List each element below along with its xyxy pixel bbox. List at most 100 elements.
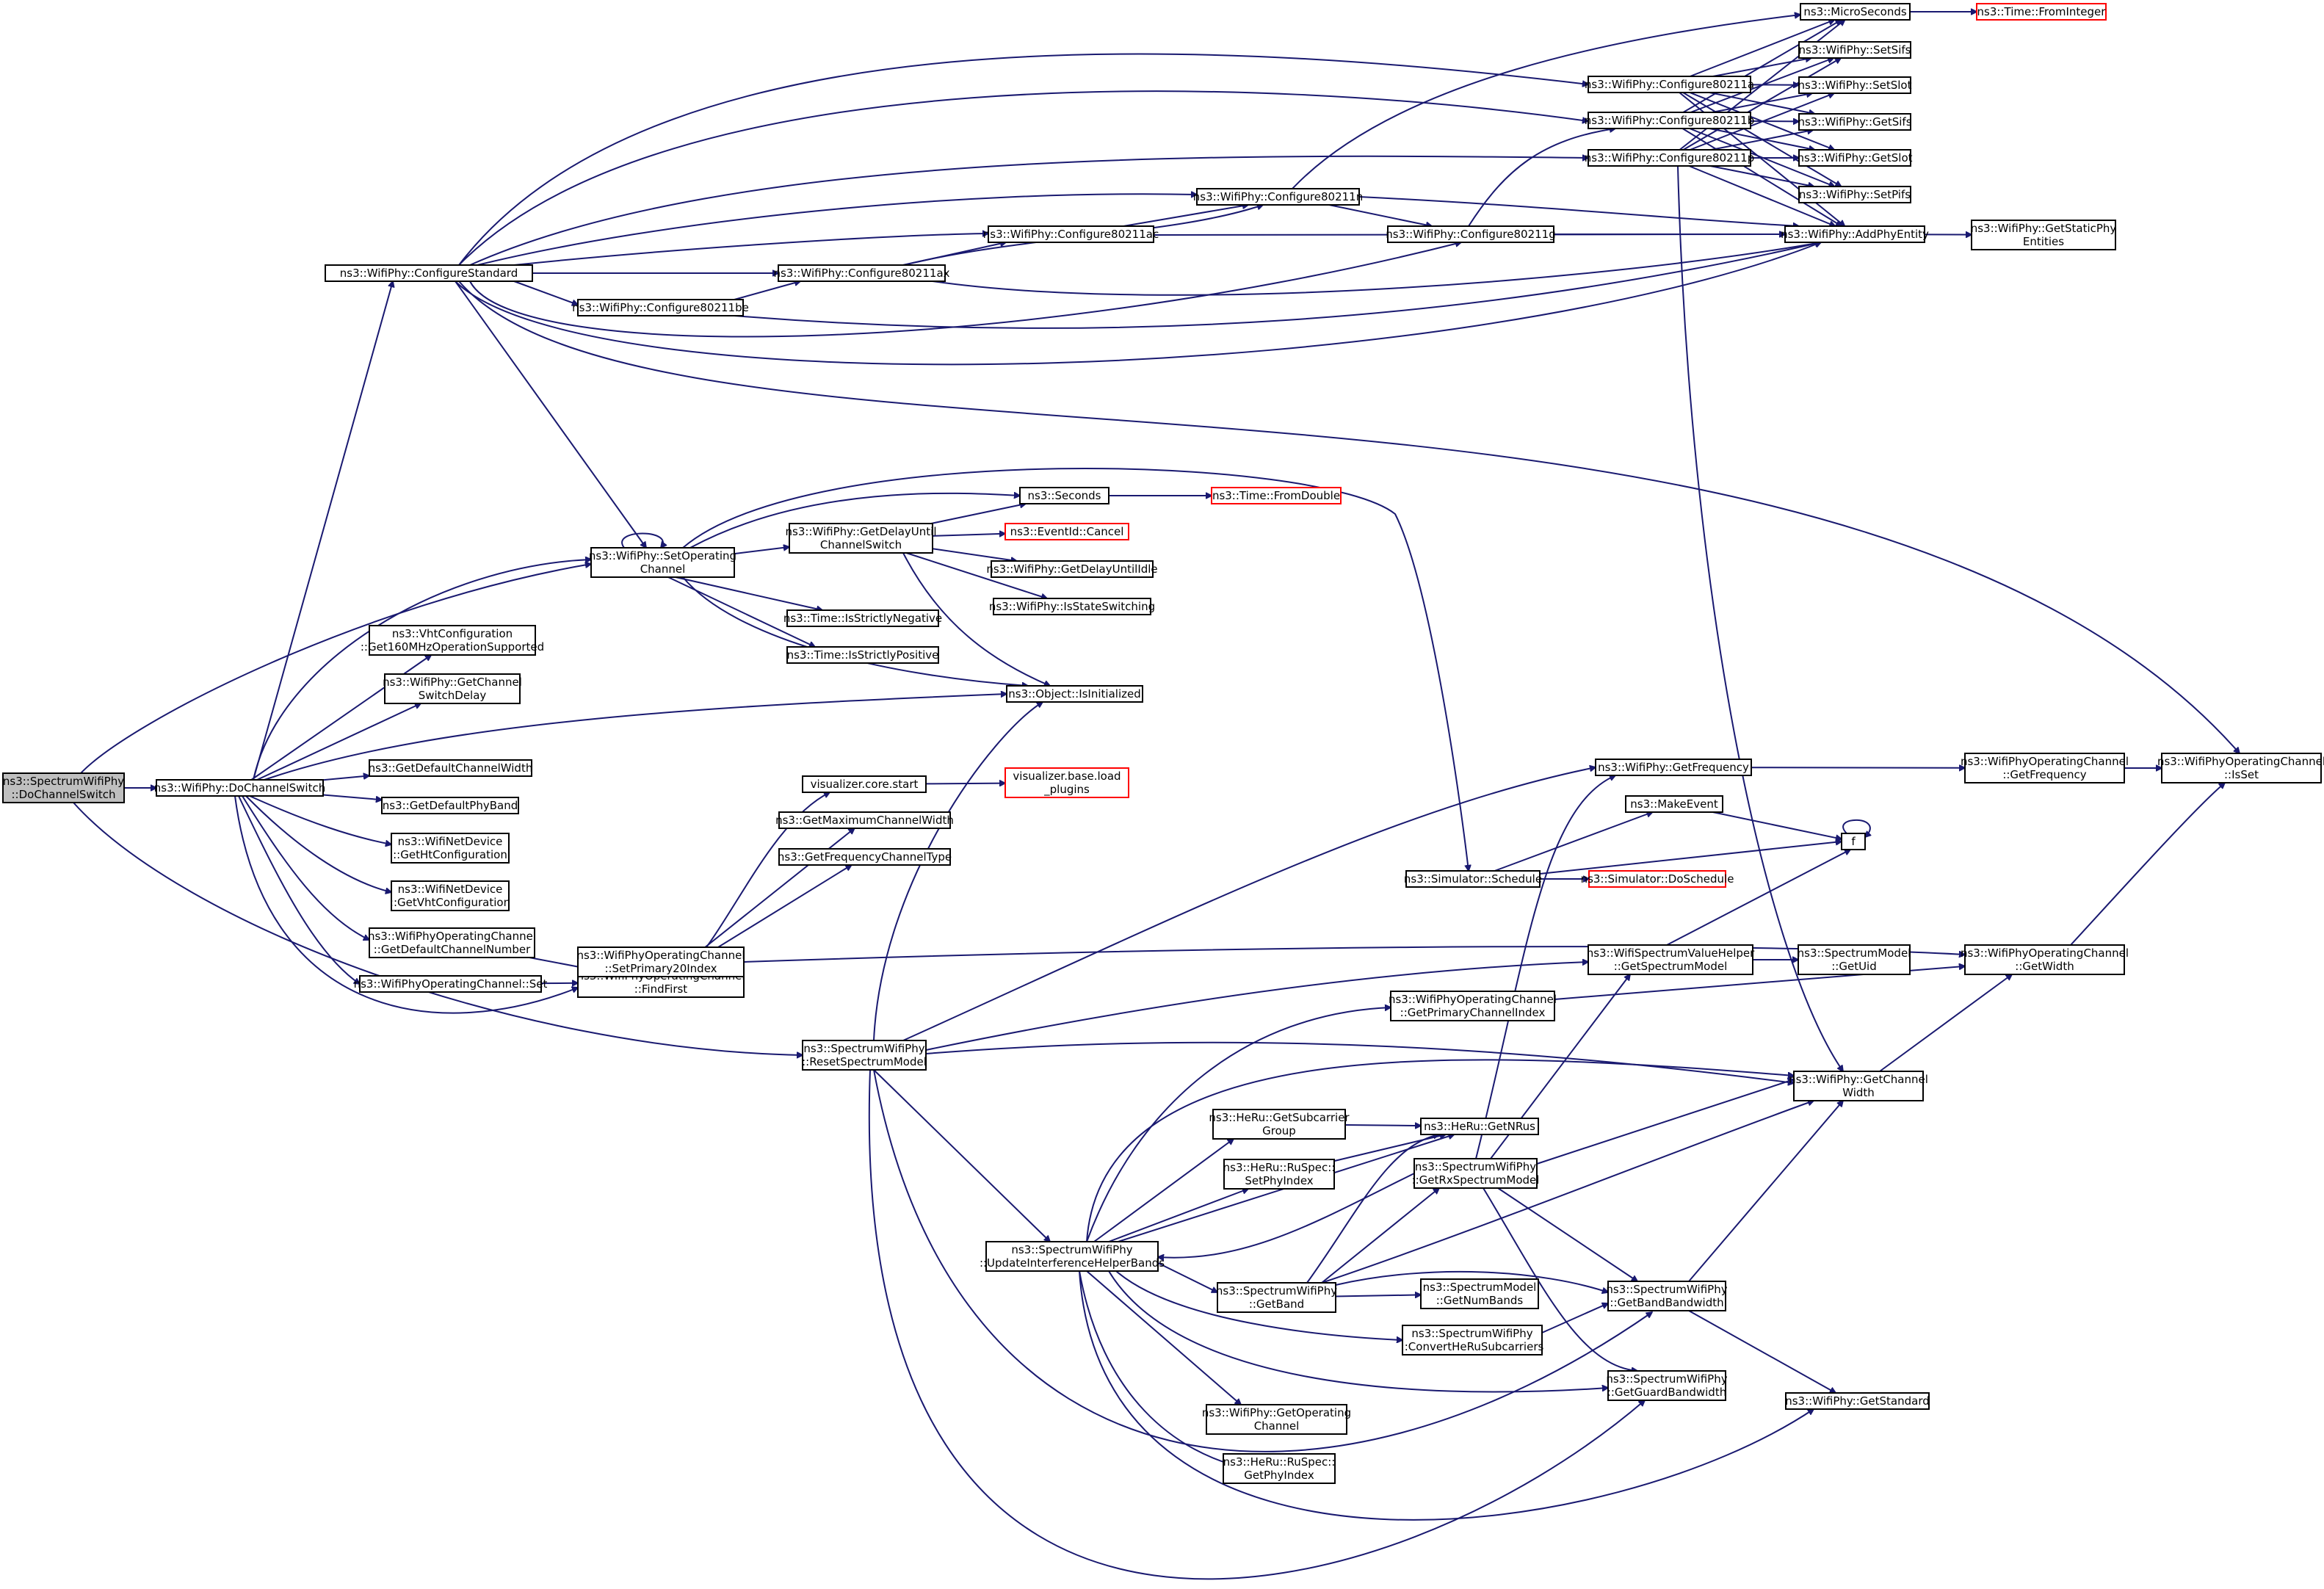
node-vht160[interactable]: ns3::VhtConfiguration::Get160MHzOperatio… <box>361 625 544 656</box>
node-box <box>590 547 735 578</box>
node-cfgp[interactable]: ns3::WifiPhy::Configure80211p <box>1585 149 1754 167</box>
edge-f-to-f <box>1842 819 1870 837</box>
node-box <box>1800 3 1911 21</box>
node-getmaxcw[interactable]: ns3::GetMaximumChannelWidth <box>775 811 954 829</box>
node-getdelayidle[interactable]: ns3::WifiPhy::GetDelayUntilIdle <box>986 560 1158 578</box>
node-dochsw[interactable]: ns3::WifiPhy::DoChannelSwitch <box>154 779 325 797</box>
node-getstd[interactable]: ns3::WifiPhy::GetStandard <box>1785 1392 1930 1410</box>
node-cfgax[interactable]: ns3::WifiPhy::Configure80211ax <box>773 264 950 282</box>
edge-dochsw-to-getvht <box>245 795 391 892</box>
node-getsifs[interactable]: ns3::WifiPhy::GetSifs <box>1798 113 1912 131</box>
node-seconds[interactable]: ns3::Seconds <box>1019 487 1109 504</box>
node-box <box>778 264 946 282</box>
node-convert[interactable]: ns3::SpectrumWifiPhy::ConvertHeRuSubcarr… <box>1401 1325 1544 1355</box>
edge-setop-to-strpos <box>667 576 815 647</box>
node-micro[interactable]: ns3::MicroSeconds <box>1800 3 1911 21</box>
node-cfgac[interactable]: ns3::WifiPhy::Configure80211ac <box>983 225 1159 243</box>
node-label-line: ns3::EventId::Cancel <box>1010 525 1124 538</box>
node-f[interactable]: f <box>1841 833 1866 850</box>
node-label-line: ns3::WifiPhy::DoChannelSwitch <box>154 781 325 794</box>
edge-dochsw-to-getchsw <box>256 703 421 781</box>
node-label-line: ns3::WifiPhy::SetSlot <box>1798 79 1912 92</box>
node-setprim[interactable]: ns3::WifiPhyOperatingChannel::SetPrimary… <box>576 946 745 977</box>
node-label-line: SwitchDelay <box>419 689 487 702</box>
node-label-line: ::GetBandBandwidth <box>1610 1296 1723 1309</box>
node-opgetwidth[interactable]: ns3::WifiPhyOperatingChannel::GetWidth <box>1961 944 2129 975</box>
node-strneg[interactable]: ns3::Time::IsStrictlyNegative <box>783 609 942 627</box>
node-getdefchnum[interactable]: ns3::WifiPhyOperatingChannel::GetDefault… <box>368 927 536 958</box>
node-label-line: ::GetVhtConfiguration <box>390 896 510 909</box>
node-label-line: ns3::WifiPhyOperatingChannel <box>1961 946 2129 960</box>
node-getslot[interactable]: ns3::WifiPhy::GetSlot <box>1797 149 1913 167</box>
node-label-line: ns3::HeRu::RuSpec:: <box>1223 1455 1336 1469</box>
node-cfgstd[interactable]: ns3::WifiPhy::ConfigureStandard <box>325 264 533 282</box>
node-reset[interactable]: ns3::SpectrumWifiPhy::ResetSpectrumModel <box>802 1040 927 1071</box>
node-isset[interactable]: ns3::WifiPhyOperatingChannel::IsSet <box>2157 753 2324 783</box>
node-getphyidx[interactable]: ns3::HeRu::RuSpec::GetPhyIndex <box>1223 1453 1336 1484</box>
node-makeevent[interactable]: ns3::MakeEvent <box>1625 795 1723 813</box>
node-vizstart[interactable]: visualizer.core.start <box>802 775 927 793</box>
edge-cfgstd-to-cfgp <box>469 156 1588 266</box>
node-schedule[interactable]: ns3::Simulator::Schedule <box>1404 870 1542 888</box>
node-getnumbands[interactable]: ns3::SpectrumModel::GetNumBands <box>1420 1278 1539 1309</box>
node-getbandbw[interactable]: ns3::SpectrumWifiPhy::GetBandBandwidth <box>1606 1281 1728 1311</box>
node-box <box>369 759 532 777</box>
node-evcancel[interactable]: ns3::EventId::Cancel <box>1004 523 1129 540</box>
node-opgetfreq[interactable]: ns3::WifiPhyOperatingChannel::GetFrequen… <box>1961 753 2129 783</box>
node-addphy[interactable]: ns3::WifiPhy::AddPhyEntity <box>1781 225 1929 243</box>
node-setslot[interactable]: ns3::WifiPhy::SetSlot <box>1798 76 1912 94</box>
node-getnrus[interactable]: ns3::HeRu::GetNRus <box>1420 1118 1539 1135</box>
node-label-line: ::GetRxSpectrumModel <box>1412 1173 1540 1187</box>
node-defcw[interactable]: ns3::GetDefaultChannelWidth <box>369 759 533 777</box>
edge-update-to-convert <box>1115 1270 1402 1340</box>
edge-getspecmodel-to-f <box>1666 849 1850 946</box>
node-getfct[interactable]: ns3::GetFrequencyChannelType <box>778 848 952 866</box>
node-getrxspec[interactable]: ns3::SpectrumWifiPhy::GetRxSpectrumModel <box>1412 1158 1540 1189</box>
node-dosched[interactable]: ns3::Simulator::DoSchedule <box>1581 870 1734 888</box>
node-getprimidx[interactable]: ns3::WifiPhyOperatingChannel::GetPrimary… <box>1389 991 1557 1021</box>
node-getuid[interactable]: ns3::SpectrumModel::GetUid <box>1798 944 1911 975</box>
node-cfgbe[interactable]: ns3::WifiPhy::Configure80211be <box>572 299 749 316</box>
edge-reset-to-getbandbw <box>873 1069 1652 1452</box>
node-getspecmodel[interactable]: ns3::WifiSpectrumValueHelper::GetSpectru… <box>1587 944 1755 975</box>
node-fromdouble[interactable]: ns3::Time::FromDouble <box>1211 487 1342 504</box>
node-setphyidx[interactable]: ns3::HeRu::RuSpec::SetPhyIndex <box>1223 1159 1336 1190</box>
node-getfreq[interactable]: ns3::WifiPhy::GetFrequency <box>1595 759 1752 776</box>
node-setpifs[interactable]: ns3::WifiPhy::SetPifs <box>1798 186 1911 203</box>
node-box <box>988 225 1154 243</box>
node-cfgb[interactable]: ns3::WifiPhy::Configure80211b <box>1585 112 1754 129</box>
node-strpos[interactable]: ns3::Time::IsStrictlyPositive <box>786 646 939 664</box>
node-cfga[interactable]: ns3::WifiPhy::Configure80211a <box>1585 76 1754 93</box>
edge-setop-to-seconds <box>689 493 1020 549</box>
node-setsifs[interactable]: ns3::WifiPhy::SetSifs <box>1798 41 1911 59</box>
node-opchset[interactable]: ns3::WifiPhyOperatingChannel::Set <box>354 975 548 993</box>
node-box <box>359 975 542 993</box>
node-cfgg[interactable]: ns3::WifiPhy::Configure80211g <box>1386 225 1556 243</box>
node-root[interactable]: ns3::SpectrumWifiPhy::DoChannelSwitch <box>2 772 125 803</box>
node-cfgn[interactable]: ns3::WifiPhy::Configure80211n <box>1193 188 1363 206</box>
node-label-line: ns3::WifiPhyOperatingChannel <box>368 930 536 943</box>
node-label-line: ns3::MicroSeconds <box>1803 5 1907 18</box>
node-label-line: ns3::WifiPhy::Configure80211ax <box>773 267 949 280</box>
node-guardbw[interactable]: ns3::SpectrumWifiPhy::GetGuardBandwidth <box>1606 1370 1728 1401</box>
node-fromint[interactable]: ns3::Time::FromInteger <box>1976 3 2107 21</box>
node-isstatesw[interactable]: ns3::WifiPhy::IsStateSwitching <box>989 598 1155 615</box>
node-getband[interactable]: ns3::SpectrumWifiPhy::GetBand <box>1216 1282 1337 1313</box>
node-vizload[interactable]: visualizer.base.load_plugins <box>1004 767 1129 798</box>
node-box <box>991 560 1154 578</box>
node-getvht[interactable]: ns3::WifiNetDevice::GetVhtConfiguration <box>390 880 510 911</box>
edge-dochsw-to-defband <box>322 794 382 800</box>
node-isinit[interactable]: ns3::Object::IsInitialized <box>1006 685 1143 703</box>
node-label-line: ns3::WifiPhy::GetChannel <box>1789 1073 1928 1086</box>
node-getht[interactable]: ns3::WifiNetDevice::GetHtConfiguration <box>391 833 510 864</box>
node-update[interactable]: ns3::SpectrumWifiPhy::UpdateInterference… <box>980 1241 1165 1272</box>
node-label-line: ns3::SpectrumWifiPhy <box>1216 1284 1337 1297</box>
node-defband[interactable]: ns3::GetDefaultPhyBand <box>381 797 519 814</box>
